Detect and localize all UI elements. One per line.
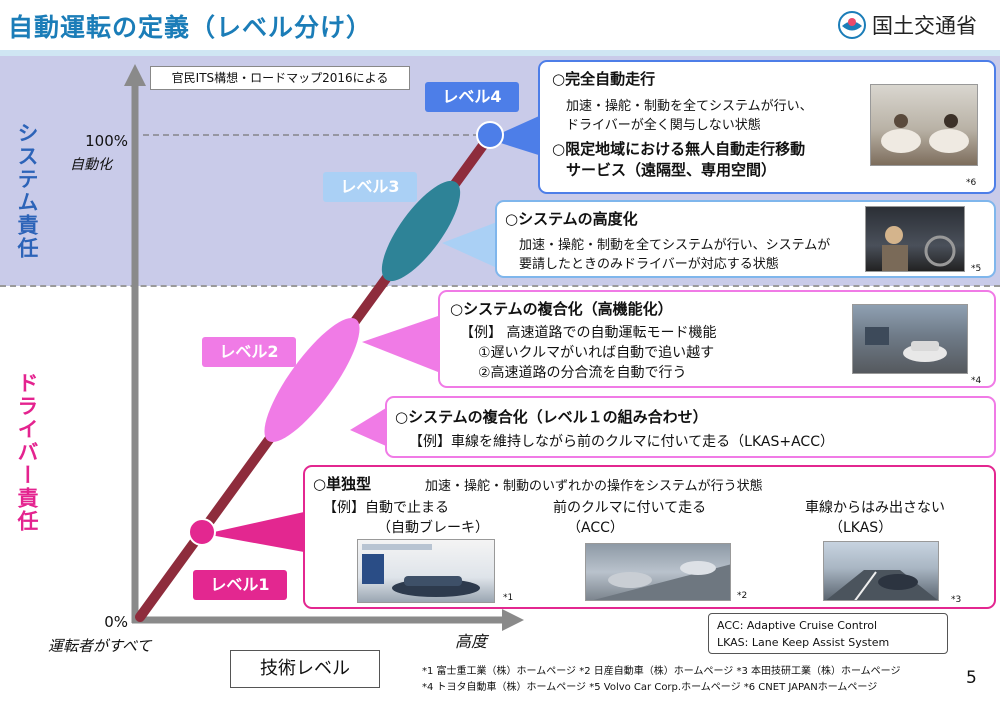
abbr-acc: ACC: Adaptive Cruise Control (717, 619, 878, 632)
level2-callout-wedge (362, 316, 438, 372)
level2-box: ○システムの複合化（高機能化） 【例】 高速道路での自動運転モード機能 ①遅いク… (438, 290, 996, 388)
level1-badge: レベル1 (193, 570, 287, 600)
level3-blob (381, 180, 461, 282)
level2-heading: ○システムの複合化（高機能化） (450, 300, 673, 318)
level1-photo-3 (823, 541, 939, 601)
level4-callout-wedge (488, 112, 548, 158)
level4-badge: レベル4 (425, 82, 519, 112)
level4-text-2: ドライバーが全く関与しない状態 (566, 118, 761, 133)
level1-description: 加速・操舵・制動のいずれかの操作をシステムが行う状態 (425, 479, 763, 494)
level3-photo (865, 206, 965, 272)
x-axis-arrow-icon (502, 609, 524, 631)
level3-callout-wedge (442, 222, 497, 268)
level3-box: ○システムの高度化 加速・操舵・制動を全てシステムが行い、システムが 要請したと… (495, 200, 996, 278)
level2-photo (852, 304, 968, 374)
level1-photo-1 (357, 539, 495, 603)
level4-point (476, 121, 504, 149)
ministry-name: 国土交通省 (872, 14, 977, 38)
abbr-lkas: LKAS: Lane Keep Assist System (717, 636, 890, 649)
header-divider (0, 50, 1000, 56)
y-tick-0-sub: 運転者がすべて (48, 637, 152, 655)
level2-item-1: ①遅いクルマがいれば自動で追い越す (478, 345, 715, 361)
level1-example-2b: （ACC） (567, 520, 624, 536)
mlit-logo-icon (838, 11, 866, 39)
page-title: 自動運転の定義（レベル分け） (8, 13, 373, 42)
level1-heading: ○単独型 (313, 475, 372, 493)
level2-ref: *4 (971, 376, 982, 386)
level1-ref-3: *3 (951, 595, 962, 605)
driver-responsibility-label: ドライバー責任 (15, 372, 39, 533)
level1-ref-1: *1 (503, 593, 514, 603)
level3-text-1: 加速・操舵・制動を全てシステムが行い、システムが (519, 238, 831, 253)
level1-example-3a: 車線からはみ出さない (805, 500, 945, 516)
ministry-logo: 国土交通省 (838, 10, 977, 40)
y-tick-0: 0% (104, 613, 128, 631)
zone-divider (0, 285, 1000, 287)
y-tick-100: 100% (85, 132, 128, 150)
system-responsibility-label: システム責任 (15, 122, 39, 260)
combo-heading: ○システムの複合化（レベル１の組み合わせ） (395, 408, 708, 426)
y-tick-100-sub: 自動化 (70, 157, 112, 173)
level2-badge: レベル2 (202, 337, 296, 367)
y-axis-arrow-icon (124, 64, 146, 86)
header (0, 0, 1000, 52)
tech-level-label: 技術レベル (230, 650, 380, 688)
combo-example: 【例】車線を維持しながら前のクルマに付いて走る（LKAS+ACC） (409, 434, 834, 450)
level1-example-2a: 前のクルマに付いて走る (553, 500, 707, 516)
level1-example-1b: （自動ブレーキ） (377, 520, 489, 536)
level1-box: ○単独型 加速・操舵・制動のいずれかの操作をシステムが行う状態 【例】自動で止ま… (303, 465, 996, 609)
credits-line-1: *1 富士重工業（株）ホームページ *2 日産自動車（株）ホームページ *3 本… (422, 666, 901, 677)
level3-badge: レベル3 (323, 172, 417, 202)
level1-callout-wedge (205, 512, 304, 552)
level3-heading: ○システムの高度化 (505, 210, 638, 228)
level2-item-2: ②高速道路の分合流を自動で行う (478, 365, 687, 381)
level4-text-1: 加速・操舵・制動を全てシステムが行い、 (566, 99, 813, 114)
level4-photo (870, 84, 978, 166)
level4-box: ○完全自動走行 加速・操舵・制動を全てシステムが行い、 ドライバーが全く関与しな… (538, 60, 996, 194)
level2-blob (264, 317, 360, 443)
combo-box: ○システムの複合化（レベル１の組み合わせ） 【例】車線を維持しながら前のクルマに… (385, 396, 996, 458)
x-axis-label: 高度 (455, 632, 488, 651)
level1-example-3b: （LKAS） (829, 520, 893, 536)
credits-line-2: *4 トヨタ自動車（株）ホームページ *5 Volvo Car Corp.ホーム… (422, 682, 878, 693)
level3-ref: *5 (971, 264, 982, 274)
combo-callout-wedge (350, 408, 386, 446)
source-note: 官民ITS構想・ロードマップ2016による (150, 66, 410, 90)
abbreviation-legend: ACC: Adaptive Cruise Control LKAS: Lane … (708, 613, 948, 654)
level1-example-1a: 【例】自動で止まる (323, 500, 449, 516)
level4-heading-2b: サービス（遠隔型、専用空間） (566, 161, 777, 179)
level1-ref-2: *2 (737, 591, 748, 601)
level4-heading-2a: ○限定地域における無人自動走行移動 (552, 140, 806, 158)
level1-point (188, 518, 216, 546)
level2-example: 【例】 高速道路での自動運転モード機能 (460, 325, 717, 341)
image-credits: *1 富士重工業（株）ホームページ *2 日産自動車（株）ホームページ *3 本… (422, 664, 900, 696)
level1-photo-2 (585, 543, 731, 601)
level4-heading: ○完全自動走行 (552, 70, 656, 88)
level4-ref: *6 (966, 178, 977, 188)
level3-text-2: 要請したときのみドライバーが対応する状態 (519, 257, 779, 272)
page-number: 5 (966, 668, 977, 688)
